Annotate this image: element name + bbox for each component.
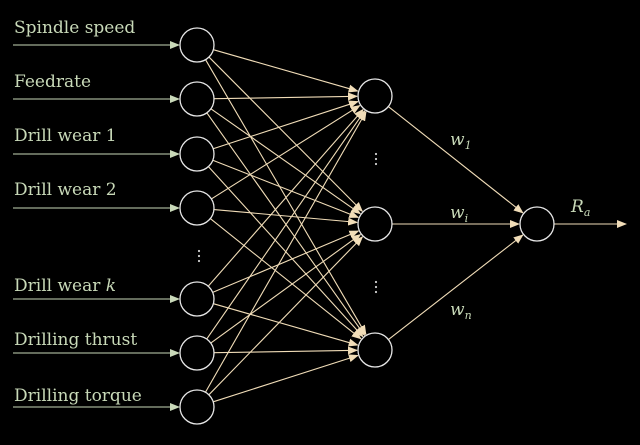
connection-line	[213, 354, 359, 403]
connection-line	[213, 346, 359, 355]
input-label: Drilling torque	[14, 386, 142, 406]
input-label-text: Drill wear 1	[14, 126, 117, 146]
connection-line	[210, 233, 362, 344]
input-label-text: Spindle speed	[14, 18, 135, 38]
weight-base: w	[450, 300, 465, 320]
connection-line	[211, 105, 361, 200]
connection-line	[212, 100, 359, 150]
output-subscript: a	[584, 206, 591, 219]
output-neuron	[519, 206, 555, 242]
ellipsis-dot	[197, 254, 201, 258]
output-base: R	[570, 197, 584, 217]
input-neuron	[179, 335, 215, 371]
weight-connection	[387, 106, 524, 214]
ellipsis-dot	[374, 285, 378, 289]
connection-line	[213, 303, 359, 347]
input-label-italic: k	[106, 276, 116, 296]
ellipsis-dots	[197, 152, 378, 294]
input-neuron	[179, 281, 215, 317]
connection-line	[210, 108, 362, 215]
input-label-text: Drilling torque	[14, 386, 142, 406]
weight-subscript: 1	[465, 139, 472, 152]
neuron-nodes	[179, 27, 555, 425]
weight-label: wn	[450, 300, 472, 322]
ellipsis-dot	[374, 290, 378, 294]
input-neuron	[179, 27, 215, 63]
weight-subscript: n	[465, 309, 472, 322]
input-neuron	[179, 81, 215, 117]
input-label: Drill wear k	[14, 276, 116, 296]
weight-connection	[388, 234, 524, 340]
connection-line	[209, 218, 362, 340]
weight-label: w1	[450, 130, 472, 152]
weight-label: wi	[450, 203, 468, 225]
input-label-text: Drilling thrust	[14, 330, 137, 350]
ellipsis-dot	[374, 152, 378, 156]
connection-line	[208, 56, 364, 212]
connection-line	[206, 109, 366, 340]
ellipsis-dot	[374, 280, 378, 284]
weight-base: w	[450, 130, 465, 150]
input-neuron	[179, 389, 215, 425]
weight-base: w	[450, 203, 465, 223]
input-label: Spindle speed	[14, 18, 135, 38]
input-label: Drilling thrust	[14, 330, 137, 350]
ellipsis-dot	[197, 259, 201, 263]
input-label-text: Feedrate	[14, 72, 91, 92]
connection-line	[212, 230, 360, 293]
ellipsis-dot	[374, 162, 378, 166]
connection-line	[207, 108, 364, 287]
output-label: Ra	[570, 197, 590, 219]
ellipsis-dot	[374, 157, 378, 161]
connection-line	[204, 110, 367, 393]
connection-line	[208, 236, 364, 396]
input-label: Feedrate	[14, 72, 91, 92]
weight-subscript: i	[465, 212, 469, 225]
input-label-text: Drill wear	[14, 276, 106, 296]
hidden-neuron	[357, 332, 393, 368]
connection-line	[213, 49, 359, 93]
input-neuron	[179, 190, 215, 226]
connection-lines	[13, 41, 627, 411]
input-neuron	[179, 136, 215, 172]
input-label: Drill wear 2	[14, 180, 117, 200]
input-label-text: Drill wear 2	[14, 180, 117, 200]
hidden-neuron	[357, 206, 393, 242]
connection-line	[213, 92, 359, 101]
ellipsis-dot	[197, 249, 201, 253]
input-label: Drill wear 1	[14, 126, 117, 146]
hidden-neuron	[357, 78, 393, 114]
connection-line	[212, 159, 360, 218]
connection-line	[213, 208, 359, 226]
